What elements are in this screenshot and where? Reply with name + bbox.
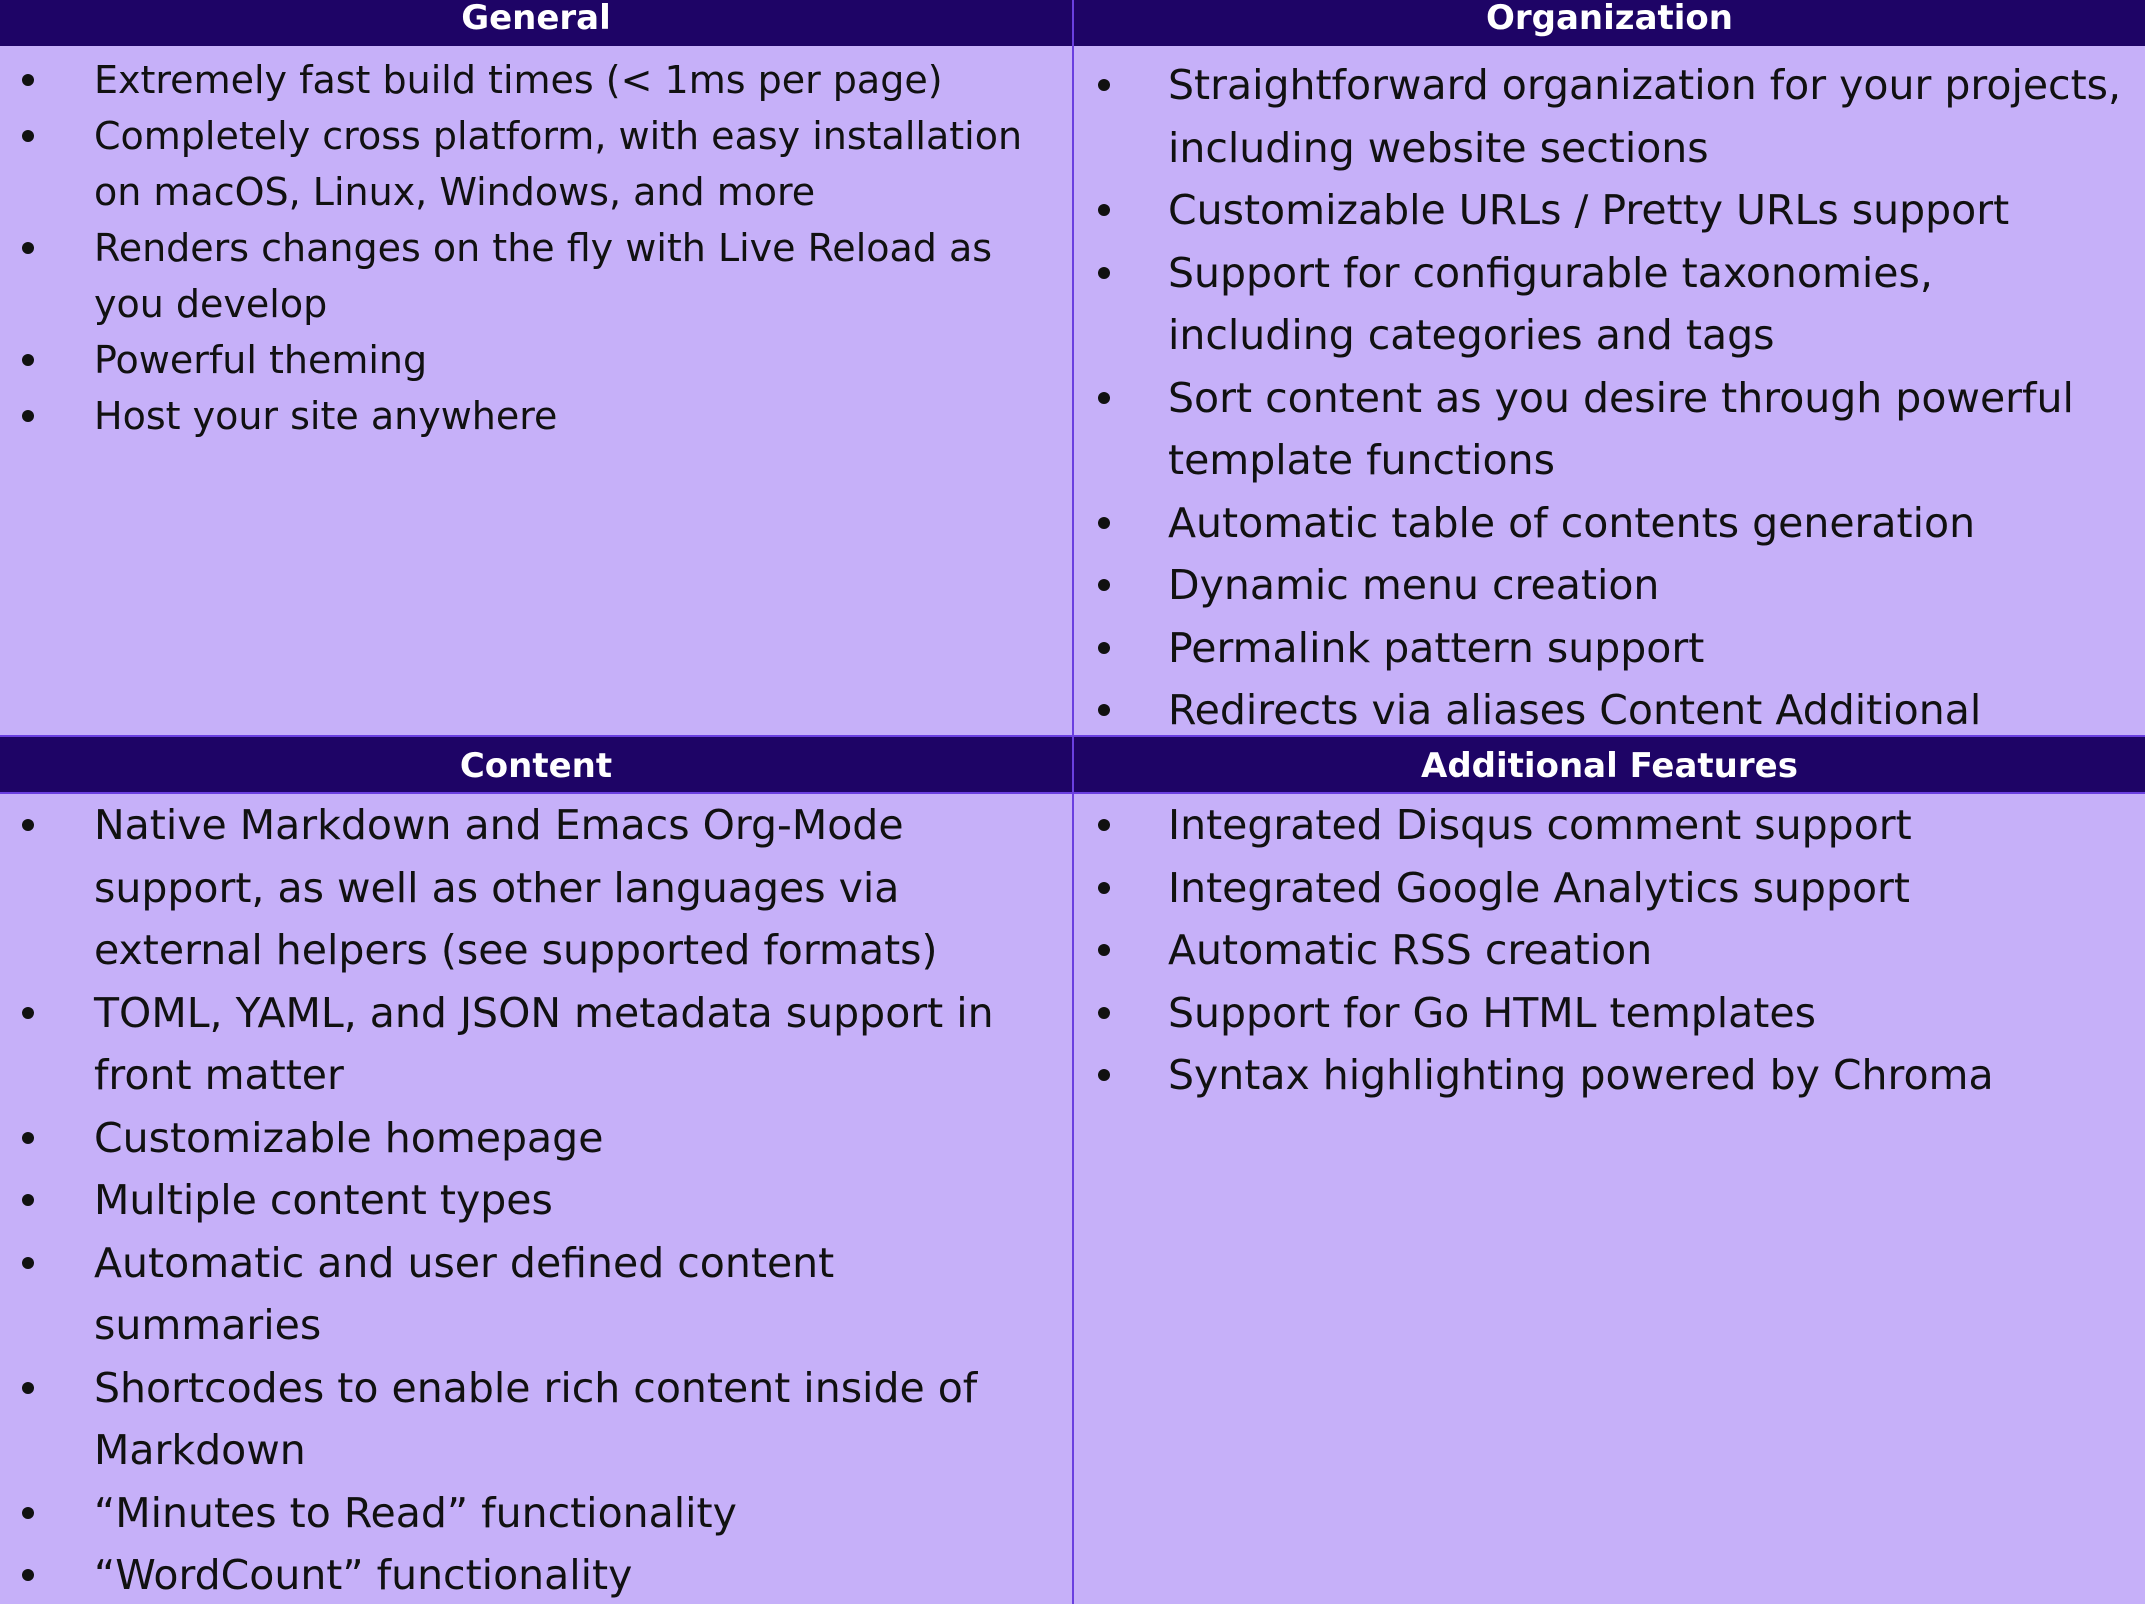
bullet-icon — [22, 354, 34, 366]
list-item: Powerful theming — [0, 332, 1072, 388]
bullet-icon — [1098, 266, 1110, 279]
general-list: Extremely fast build times (< 1ms per pa… — [0, 46, 1072, 444]
list-item: Shortcodes to enable rich content inside… — [0, 1357, 1072, 1482]
list-item: Multiple content types — [0, 1169, 1072, 1232]
list-item: Integrated Disqus comment support — [1074, 794, 2145, 857]
list-item: Extremely fast build times (< 1ms per pa… — [0, 52, 1072, 108]
additional-features-header: Additional Features — [1074, 735, 2145, 794]
list-item: Support for Go HTML templates — [1074, 982, 2145, 1045]
content-header: Content — [0, 735, 1074, 794]
bullet-icon — [1098, 1006, 1110, 1019]
list-item: Redirects via aliases Content Additional — [1074, 679, 2145, 735]
bullet-icon — [22, 242, 34, 254]
bullet-icon — [22, 1256, 34, 1269]
list-item: “WordCount” functionality — [0, 1544, 1072, 1604]
bullet-icon — [22, 130, 34, 142]
general-header: General — [0, 0, 1074, 46]
bullet-icon — [22, 1569, 34, 1581]
list-item: Native Markdown and Emacs Org-Mode suppo… — [0, 794, 1072, 982]
list-item: Automatic RSS creation — [1074, 919, 2145, 982]
list-item: Customizable URLs / Pretty URLs support — [1074, 179, 2145, 242]
list-item: Automatic and user defined content summa… — [0, 1232, 1072, 1357]
list-item: Integrated Google Analytics support — [1074, 857, 2145, 920]
content-list: Native Markdown and Emacs Org-Mode suppo… — [0, 794, 1072, 1604]
list-item: Straightforward organization for your pr… — [1074, 54, 2145, 179]
bullet-icon — [1098, 79, 1110, 91]
bullet-icon — [22, 819, 34, 831]
bullet-icon — [22, 1194, 34, 1206]
bullet-icon — [1098, 1069, 1110, 1081]
list-item: Syntax highlighting powered by Chroma — [1074, 1044, 2145, 1107]
list-item: Completely cross platform, with easy ins… — [0, 108, 1072, 220]
organization-header: Organization — [1074, 0, 2145, 46]
list-item: Permalink pattern support — [1074, 617, 2145, 680]
organization-cell: Straightforward organization for your pr… — [1074, 46, 2145, 735]
bullet-icon — [1098, 579, 1110, 591]
additional-features-list: Integrated Disqus comment support Integr… — [1074, 794, 2145, 1107]
list-item: Automatic table of contents generation — [1074, 492, 2145, 555]
list-item: Support for configurable taxonomies, inc… — [1074, 242, 2145, 367]
bullet-icon — [1098, 516, 1110, 529]
bullet-icon — [1098, 881, 1110, 894]
bullet-icon — [1098, 391, 1110, 404]
bullet-icon — [22, 1381, 34, 1394]
list-item: Sort content as you desire through power… — [1074, 367, 2145, 492]
list-item: Dynamic menu creation — [1074, 554, 2145, 617]
list-item: TOML, YAML, and JSON metadata support in… — [0, 982, 1072, 1107]
list-item: “Minutes to Read” functionality — [0, 1482, 1072, 1545]
bullet-icon — [1098, 204, 1110, 216]
list-item: Renders changes on the fly with Live Rel… — [0, 220, 1072, 332]
list-item: Host your site anywhere — [0, 388, 1072, 444]
bullet-icon — [22, 410, 34, 422]
bullet-icon — [22, 1131, 34, 1144]
bullet-icon — [22, 1506, 34, 1519]
additional-features-cell: Integrated Disqus comment support Integr… — [1074, 794, 2145, 1604]
bullet-icon — [1098, 944, 1110, 956]
bullet-icon — [1098, 819, 1110, 831]
content-cell: Native Markdown and Emacs Org-Mode suppo… — [0, 794, 1074, 1604]
bullet-icon — [22, 1006, 34, 1019]
bullet-icon — [22, 74, 34, 86]
list-item: Customizable homepage — [0, 1107, 1072, 1170]
organization-list: Straightforward organization for your pr… — [1074, 46, 2145, 735]
bullet-icon — [1098, 641, 1110, 654]
bullet-icon — [1098, 704, 1110, 716]
general-cell: Extremely fast build times (< 1ms per pa… — [0, 46, 1074, 735]
